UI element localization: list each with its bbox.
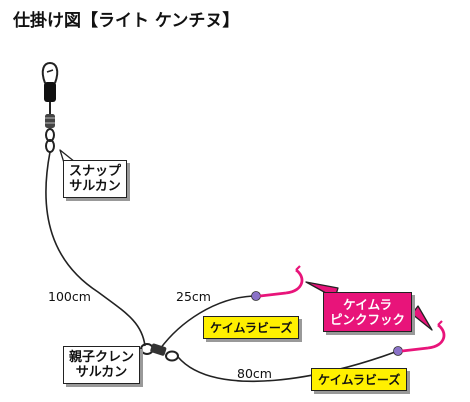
snap-swivel-label: スナップ サルカン xyxy=(63,160,128,198)
diagram-title: 仕掛け図【ライト ケンチヌ】 xyxy=(13,11,240,31)
hook-callout-pointer-right xyxy=(411,305,433,331)
main-line xyxy=(45,151,146,347)
lower-bead-label: ケイムラビーズ xyxy=(311,368,408,391)
parent-child-swivel-icon xyxy=(140,343,179,362)
parent-child-swivel-label-line2: サルカン xyxy=(75,365,128,380)
upper-hook-icon xyxy=(251,265,304,301)
lower-hook-icon xyxy=(393,320,446,356)
pink-hook-label: ケイムラ ピンクフック xyxy=(323,292,413,332)
pink-hook-label-line2: ピンクフック xyxy=(330,312,406,327)
pink-hook-label-line1: ケイムラ xyxy=(343,297,392,312)
parent-child-swivel-label: 親子クレン サルカン xyxy=(63,346,141,384)
upper-branch-length: 25cm xyxy=(176,289,211,304)
lower-branch-length: 80cm xyxy=(237,366,272,381)
parent-child-swivel-label-line1: 親子クレン xyxy=(69,350,135,365)
upper-bead-label: ケイムラビーズ xyxy=(203,316,300,339)
lower-branch-line xyxy=(177,351,396,383)
snap-swivel-icon xyxy=(41,61,59,153)
main-line-length: 100cm xyxy=(48,289,91,304)
upper-branch-line xyxy=(159,295,254,350)
snap-swivel-label-line1: スナップ xyxy=(69,164,122,179)
snap-swivel-label-line2: サルカン xyxy=(69,179,121,194)
